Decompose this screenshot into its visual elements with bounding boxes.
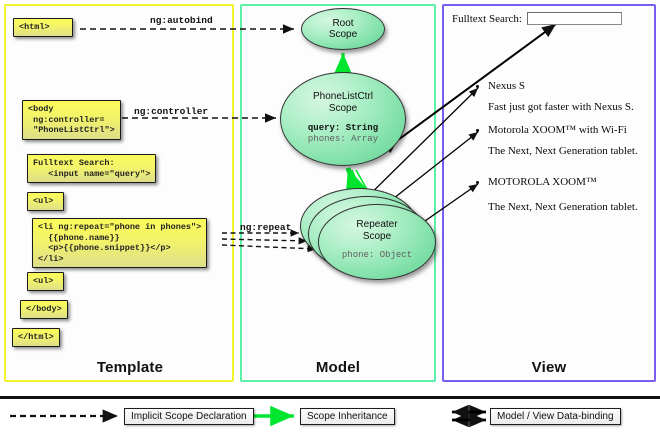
scope-repeater-front: Repeater Scope phone: Object	[318, 204, 436, 280]
panel-view: View	[442, 4, 656, 382]
scope-ctrl-line1: PhoneListCtrl	[312, 91, 374, 102]
code-box-ul-open: <ul>	[27, 192, 64, 211]
edge-label-ng-controller: ng:controller	[134, 106, 209, 117]
code-box-search: Fulltext Search: <input name="query">	[27, 154, 157, 183]
list-item-name: MOTOROLA XOOM™	[488, 176, 597, 188]
scope-repeater-var-phone: phone: Object	[341, 250, 413, 260]
code-box-body-open: <body ng:controller= "PhoneListCtrl">	[22, 100, 121, 140]
scope-ctrl-line2: Scope	[328, 102, 358, 114]
scope-ctrl-var-phones: phones: Array	[307, 134, 379, 144]
list-item-name: Motorola XOOM™ with Wi-Fi	[488, 124, 627, 136]
view-search-label: Fulltext Search:	[452, 12, 522, 25]
legend-label-implicit: Implicit Scope Declaration	[124, 408, 254, 425]
scope-ctrl-var-query: query: String	[307, 123, 379, 133]
edge-label-ng-autobind: ng:autobind	[150, 15, 213, 26]
legend: Implicit Scope Declaration Scope Inherit…	[0, 404, 660, 432]
view-content: Fulltext Search:	[452, 12, 648, 25]
scope-root: Root Scope	[301, 8, 385, 50]
scope-root-line2: Scope	[328, 29, 358, 40]
scope-repeater-line2: Scope	[362, 230, 392, 242]
code-box-html-close: </html>	[12, 328, 60, 347]
edge-label-ng-repeat: ng:repeat	[240, 222, 292, 233]
list-bullet-icon	[476, 181, 479, 184]
list-bullet-icon	[476, 129, 479, 132]
list-item-desc: The Next, Next Generation tablet.	[488, 145, 638, 157]
legend-label-databinding: Model / View Data-binding	[490, 408, 621, 425]
scope-phonelistctrl: PhoneListCtrl Scope query: String phones…	[280, 72, 406, 166]
code-box-ul-close: <ul>	[27, 272, 64, 291]
scope-repeater-line1: Repeater	[356, 219, 398, 230]
list-item-desc: Fast just got faster with Nexus S.	[488, 101, 634, 113]
list-bullet-icon	[476, 85, 479, 88]
legend-divider	[0, 396, 660, 399]
search-input[interactable]	[526, 12, 622, 25]
panel-model-title: Model	[315, 359, 361, 376]
code-box-html-open: <html>	[13, 18, 73, 37]
panel-view-title: View	[531, 359, 567, 376]
panel-template-title: Template	[96, 359, 164, 376]
view-search-row: Fulltext Search:	[452, 12, 648, 25]
code-box-body-close: </body>	[20, 300, 68, 319]
list-item-name: Nexus S	[488, 80, 525, 92]
code-box-li-repeat: <li ng:repeat="phone in phones"> {{phone…	[32, 218, 208, 268]
list-item-desc: The Next, Next Generation tablet.	[488, 201, 638, 213]
legend-label-inheritance: Scope Inheritance	[300, 408, 395, 425]
scope-root-line1: Root	[332, 17, 354, 29]
